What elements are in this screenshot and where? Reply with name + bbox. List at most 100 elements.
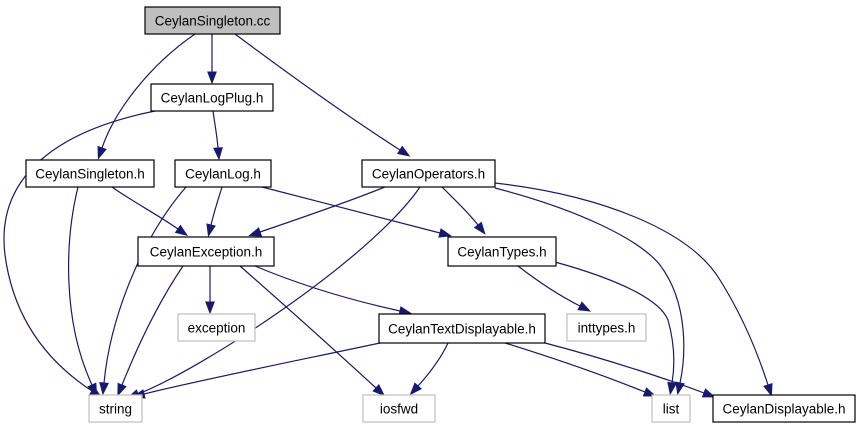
- edge-singleton_cc-to-operators_h: [234, 33, 411, 157]
- node-exception-h[interactable]: CeylanException.h: [137, 236, 275, 267]
- edge-textdisplayable_h-to-iosfwd: [409, 342, 449, 396]
- node-label: CeylanException.h: [150, 245, 263, 260]
- edge-textdisplayable_h-to-list: [504, 342, 657, 397]
- nodes-layer: CeylanSingleton.ccCeylanLogPlug.hCeylanS…: [25, 6, 856, 423]
- arrowhead: [97, 145, 107, 160]
- edge-log_h-to-exception_h: [206, 186, 223, 238]
- edge-line: [121, 265, 184, 386]
- node-label: inttypes.h: [578, 321, 636, 336]
- edge-line: [212, 110, 219, 149]
- edge-exception_h-to-iosfwd: [239, 265, 386, 397]
- edge-operators_h-to-exception_h: [248, 186, 386, 237]
- edge-line: [504, 342, 646, 393]
- edge-line: [517, 265, 581, 307]
- arrowhead: [87, 382, 98, 397]
- arrowhead: [763, 383, 773, 397]
- node-box: [177, 313, 256, 342]
- arrowhead: [117, 382, 127, 397]
- node-label: CeylanSingleton.cc: [155, 14, 271, 29]
- edge-line: [68, 186, 93, 386]
- node-string[interactable]: string: [88, 394, 143, 423]
- node-box: [378, 313, 546, 344]
- edge-operators_h-to-types_h: [441, 186, 486, 235]
- edge-textdisplayable_h-to-string: [131, 342, 381, 399]
- node-label: CeylanDisplayable.h: [722, 402, 845, 417]
- node-singleton-cc[interactable]: CeylanSingleton.cc: [144, 6, 281, 35]
- arrowhead: [473, 221, 486, 235]
- node-log-h[interactable]: CeylanLog.h: [174, 159, 272, 188]
- edge-exception_h-to-string: [117, 265, 184, 397]
- node-box: [144, 6, 281, 35]
- node-box: [362, 394, 436, 423]
- edge-line: [239, 265, 377, 389]
- arrowhead: [248, 227, 263, 237]
- node-label: CeylanTextDisplayable.h: [388, 322, 536, 337]
- node-label: CeylanLog.h: [185, 167, 261, 182]
- edge-exception_h-to-textdisplayable_h: [254, 265, 413, 316]
- node-box: [25, 159, 155, 188]
- node-types-h[interactable]: CeylanTypes.h: [447, 236, 557, 267]
- node-inttypes-h[interactable]: inttypes.h: [566, 313, 647, 342]
- arrowhead: [409, 382, 422, 396]
- arrowhead: [205, 301, 215, 315]
- edge-line: [544, 342, 705, 394]
- node-label: CeylanSingleton.h: [35, 167, 145, 182]
- node-box: [712, 394, 856, 423]
- edge-logplug_h-to-string: [3, 110, 156, 398]
- node-label: exception: [188, 321, 246, 336]
- edge-line: [259, 186, 386, 233]
- edge-line: [111, 186, 179, 230]
- edge-exception_h-to-exception: [205, 266, 215, 315]
- arrowhead: [701, 388, 716, 398]
- edge-line: [261, 186, 441, 234]
- edge-textdisplayable_h-to-displayable_h: [544, 342, 716, 398]
- arrowhead: [213, 147, 223, 161]
- edge-line: [210, 186, 223, 226]
- arrowhead: [207, 71, 217, 85]
- node-label: CeylanLogPlug.h: [161, 91, 264, 106]
- edge-line: [417, 342, 449, 387]
- edges-layer: [3, 33, 773, 399]
- arrowhead: [99, 382, 109, 396]
- node-label: CeylanTypes.h: [457, 245, 546, 260]
- node-box: [566, 313, 647, 342]
- edge-line: [3, 110, 156, 392]
- node-exception[interactable]: exception: [177, 313, 256, 342]
- edge-log_h-to-string: [99, 186, 187, 396]
- arrowhead: [667, 381, 677, 396]
- node-box: [150, 83, 274, 112]
- edge-line: [143, 342, 381, 395]
- node-label: list: [663, 402, 680, 417]
- edge-operators_h-to-displayable_h: [494, 182, 773, 397]
- node-box: [88, 394, 143, 423]
- edge-line: [234, 33, 401, 151]
- edge-log_h-to-types_h: [261, 186, 453, 238]
- edge-types_h-to-list: [554, 261, 677, 396]
- arrowhead: [206, 223, 216, 238]
- node-operators-h[interactable]: CeylanOperators.h: [361, 159, 496, 188]
- edge-line: [254, 265, 401, 312]
- node-iosfwd[interactable]: iosfwd: [362, 394, 436, 423]
- node-singleton-h[interactable]: CeylanSingleton.h: [25, 159, 155, 188]
- node-label: CeylanOperators.h: [372, 167, 485, 182]
- edge-line: [101, 33, 196, 149]
- arrowhead: [577, 301, 592, 312]
- edge-types_h-to-inttypes_h: [517, 265, 592, 312]
- arrowhead: [642, 387, 657, 397]
- node-list[interactable]: list: [651, 394, 691, 423]
- edge-singleton_cc-to-logplug_h: [207, 34, 217, 85]
- node-box: [651, 394, 691, 423]
- edge-singleton_cc-to-singleton_h: [97, 33, 196, 160]
- node-textdisplayable-h[interactable]: CeylanTextDisplayable.h: [378, 313, 546, 344]
- node-label: iosfwd: [380, 402, 418, 417]
- arrowhead: [174, 224, 189, 237]
- edge-line: [441, 186, 479, 226]
- edge-line: [137, 186, 421, 395]
- edge-line: [494, 182, 769, 386]
- node-displayable-h[interactable]: CeylanDisplayable.h: [712, 394, 856, 423]
- node-label: string: [99, 402, 132, 417]
- node-logplug-h[interactable]: CeylanLogPlug.h: [150, 83, 274, 112]
- edge-logplug_h-to-log_h: [212, 110, 223, 161]
- edge-singleton_h-to-string: [68, 186, 98, 397]
